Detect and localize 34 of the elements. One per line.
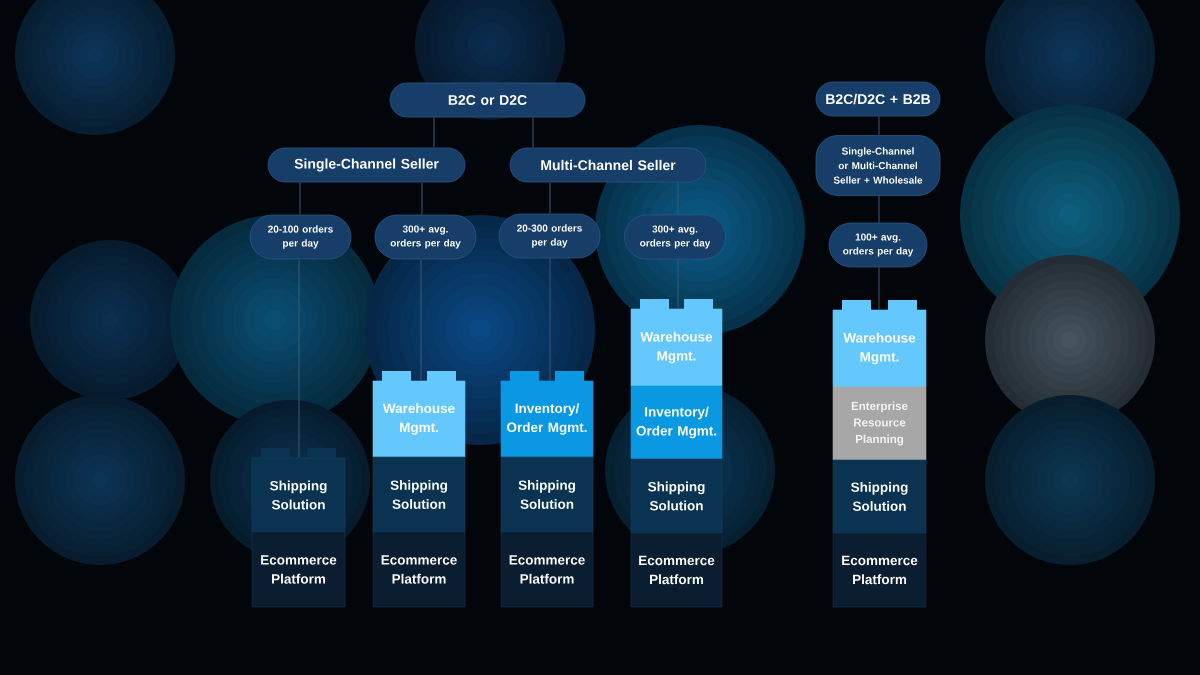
seller-type-pill: Multi-Channel Seller <box>509 147 707 183</box>
business-model-pill: B2C or D2C <box>389 82 586 118</box>
building-block: Warehouse Mgmt. <box>832 300 927 388</box>
building-block: Inventory/ Order Mgmt. <box>500 371 594 458</box>
connector-line <box>549 181 551 215</box>
connector-line <box>878 195 880 224</box>
connector-line <box>878 266 880 311</box>
building-block: Shipping Solution <box>630 458 723 534</box>
building-block: Ecommerce Platform <box>630 532 723 608</box>
building-block: Ecommerce Platform <box>372 531 466 608</box>
order-volume-pill: 20-300 orders per day <box>498 213 601 259</box>
building-block: Shipping Solution <box>832 459 927 534</box>
business-model-pill: B2C/D2C + B2B <box>815 81 941 117</box>
building-block: Shipping Solution <box>251 448 346 533</box>
building-block: Inventory/ Order Mgmt. <box>630 385 723 460</box>
order-volume-pill: 300+ avg. orders per day <box>624 214 726 260</box>
connector-line <box>421 181 423 216</box>
order-volume-pill: 20-100 orders per day <box>249 214 352 260</box>
building-block: Warehouse Mgmt. <box>630 299 723 387</box>
building-block: Ecommerce Platform <box>832 532 927 608</box>
building-block: Shipping Solution <box>372 456 466 533</box>
building-block: Enterprise Resource Planning <box>832 386 927 461</box>
connector-line <box>878 115 880 136</box>
seller-type-pill: Single-Channel or Multi-Channel Seller + Wholesale <box>815 135 941 196</box>
order-volume-pill: 300+ avg. orders per day <box>374 214 477 260</box>
connector-line <box>433 116 435 149</box>
building-block: Warehouse Mgmt. <box>372 371 466 458</box>
building-block: Ecommerce Platform <box>251 531 346 608</box>
order-volume-pill: 100+ avg. orders per day <box>828 222 928 268</box>
connector-line <box>532 116 534 149</box>
building-block: Shipping Solution <box>500 456 594 533</box>
connector-line <box>299 181 301 216</box>
building-block: Ecommerce Platform <box>500 531 594 608</box>
seller-type-pill: Single-Channel Seller <box>267 147 466 183</box>
